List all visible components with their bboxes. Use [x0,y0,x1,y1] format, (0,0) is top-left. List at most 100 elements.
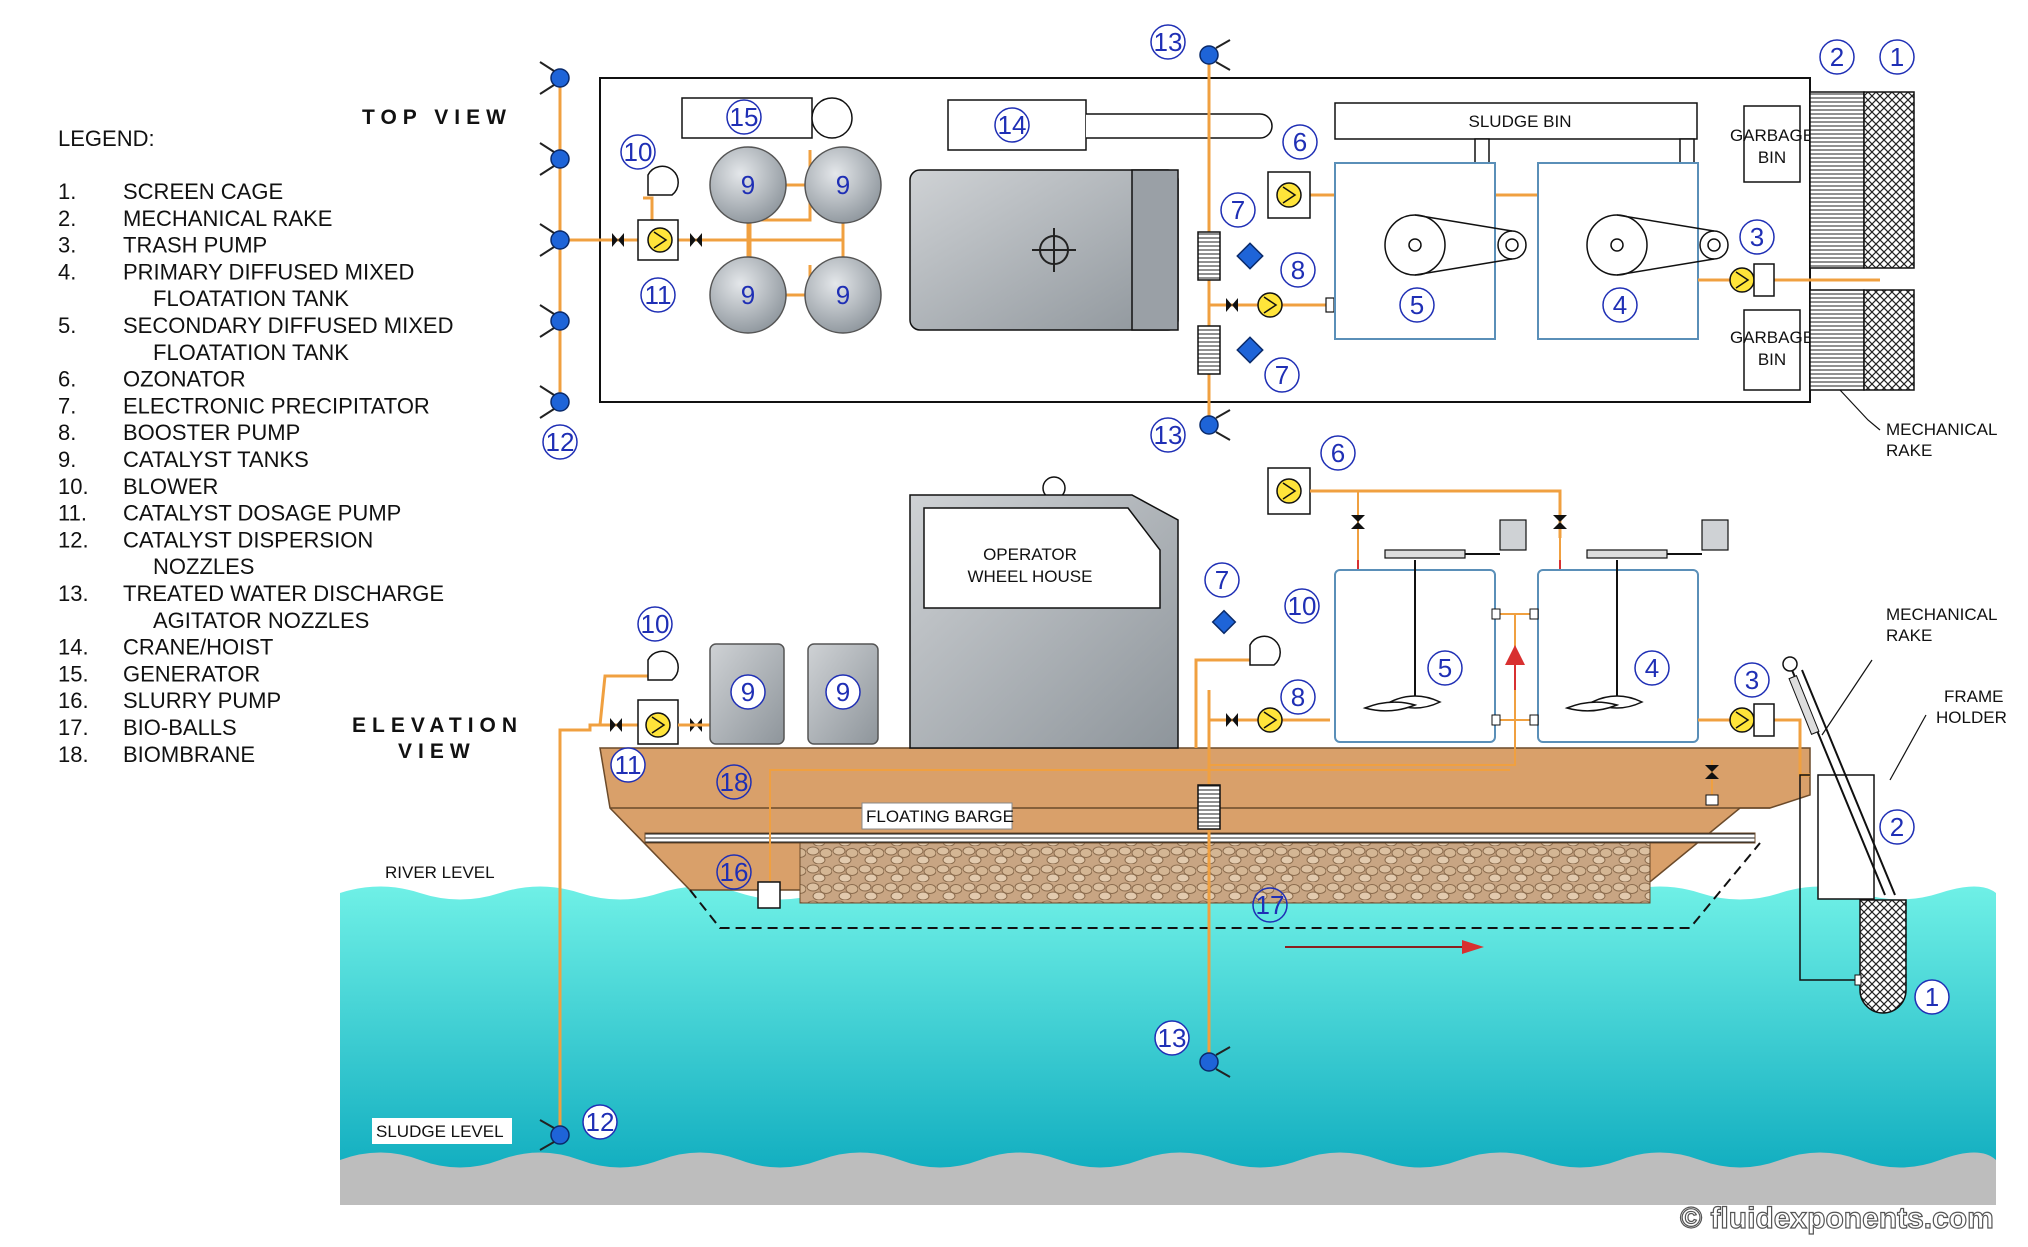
elevation-title-line1: ELEVATION [352,714,523,737]
legend-number: 17. [58,715,89,740]
mech-rake-elev-label1: MECHANICAL [1886,605,1997,624]
generator-top [681,97,853,139]
svg-text:2: 2 [1830,42,1844,72]
svg-text:4: 4 [1613,290,1627,320]
svg-text:6: 6 [1331,438,1345,468]
electronic-precipitator-top [1197,231,1264,375]
svg-text:5: 5 [1410,290,1424,320]
callout-10-elev-b: 10 [1284,588,1320,624]
top-view-title: TOP VIEW [362,106,512,129]
elevation-title-line2: VIEW [398,740,476,763]
callout-9-top-d: 9 [836,280,850,310]
callout-18-elev: 18 [716,764,752,800]
blower-top [647,165,679,196]
garbage-bin-2-label2: BIN [1758,350,1786,369]
slurry-pump-elev [757,881,781,909]
trash-pump-top [1698,263,1880,297]
callout-8-elev: 8 [1280,679,1316,715]
callout-15-top: 15 [726,99,762,135]
callout-8-top: 8 [1280,252,1316,288]
callout-14-top: 14 [994,107,1030,143]
legend-text: BLOWER [123,474,218,499]
svg-text:1: 1 [1925,982,1939,1012]
callout-5-top: 5 [1399,287,1435,323]
legend-text: CATALYST DOSAGE PUMP [123,501,401,526]
legend-text: OZONATOR [123,367,246,392]
legend-text: CATALYST DISPERSION [123,527,373,552]
svg-text:12: 12 [546,427,575,457]
callout-11-top: 11 [640,277,676,313]
callout-13-top-b: 13 [1150,417,1186,453]
callout-17-elev: 17 [1252,887,1288,923]
nozzle-13-elev [1199,1052,1219,1072]
callout-9-top-c: 9 [741,280,755,310]
legend-text: TRASH PUMP [123,233,267,258]
catalyst-tanks-top [709,146,882,334]
booster-pump-elev [1257,707,1283,733]
flow-direction-arrow [1462,940,1484,954]
legend-text-continued: NOZZLES [153,554,254,579]
svg-text:9: 9 [836,280,850,310]
callout-9-elev-a: 9 [730,674,766,710]
svg-text:2: 2 [1890,812,1904,842]
svg-text:3: 3 [1750,222,1764,252]
garbage-bin-top: GARBAGE BIN GARBAGE BIN [1730,105,1814,391]
legend-number: 7. [58,393,76,418]
garbage-bin-2-label1: GARBAGE [1730,328,1814,347]
legend-number: 5. [58,313,76,338]
frame-holder-label1: FRAME [1944,687,2004,706]
callout-6-top: 6 [1282,124,1318,160]
svg-text:9: 9 [836,677,850,707]
svg-text:9: 9 [741,170,755,200]
legend-text: ELECTRONIC PRECIPITATOR [123,393,430,418]
legend-number: 18. [58,742,89,767]
svg-text:7: 7 [1215,565,1229,595]
top-view: SLUDGE BIN GARBAGE BIN [539,39,1997,460]
legend-text: SECONDARY DIFFUSED MIXED [123,313,453,338]
blower-elev-right [1249,635,1281,666]
svg-text:6: 6 [1293,127,1307,157]
svg-text:7: 7 [1275,360,1289,390]
svg-text:4: 4 [1645,653,1659,683]
garbage-bin-1-label1: GARBAGE [1730,126,1814,145]
legend-number: 4. [58,259,76,284]
booster-pump-top [1209,292,1335,318]
legend-text-continued: AGITATOR NOZZLES [153,608,369,633]
legend-number: 2. [58,206,76,231]
callout-13-top-a: 13 [1150,24,1186,60]
legend-number: 15. [58,661,89,686]
mech-rake-top-label1: MECHANICAL [1886,420,1997,439]
legend-text: BIOMBRANE [123,742,255,767]
svg-text:13: 13 [1154,420,1183,450]
callout-7-elev: 7 [1204,562,1240,598]
watermark: © fluidexponents.com [1680,1202,1994,1235]
floating-barge-label: FLOATING BARGE [866,807,1014,826]
svg-text:10: 10 [641,609,670,639]
elevation-view: FLOATING BARGE RIVER LEVEL SLUDGE LEVEL [340,467,2007,1205]
svg-text:8: 8 [1291,682,1305,712]
legend-number: 8. [58,420,76,445]
garbage-bin-1-label2: BIN [1758,148,1786,167]
trash-pump-elev [1729,707,1755,733]
legend-number: 10. [58,474,89,499]
callout-13-elev: 13 [1154,1020,1190,1056]
callout-16-elev: 16 [716,854,752,890]
biombrane-outline [689,842,1761,929]
callout-9-elev-b: 9 [825,674,861,710]
legend-text-continued: FLOATATION TANK [153,340,349,365]
svg-text:14: 14 [998,110,1027,140]
mech-rake-top-label2: RAKE [1886,441,1932,460]
legend-text: CRANE/HOIST [123,635,273,660]
callout-9-top-a: 9 [741,170,755,200]
rake-and-screen-elev [1782,656,1927,1014]
screen-cage-top [1809,91,1915,431]
svg-text:16: 16 [720,857,749,887]
legend-number: 14. [58,635,89,660]
svg-text:1: 1 [1890,42,1904,72]
svg-text:11: 11 [615,750,642,780]
catalyst-dosage-pump-elev [610,699,712,745]
callout-12-elev: 12 [582,1104,618,1140]
operator-wheel-house: OPERATOR WHEEL HOUSE [909,476,1179,749]
nozzle-12-elev [550,1125,570,1145]
